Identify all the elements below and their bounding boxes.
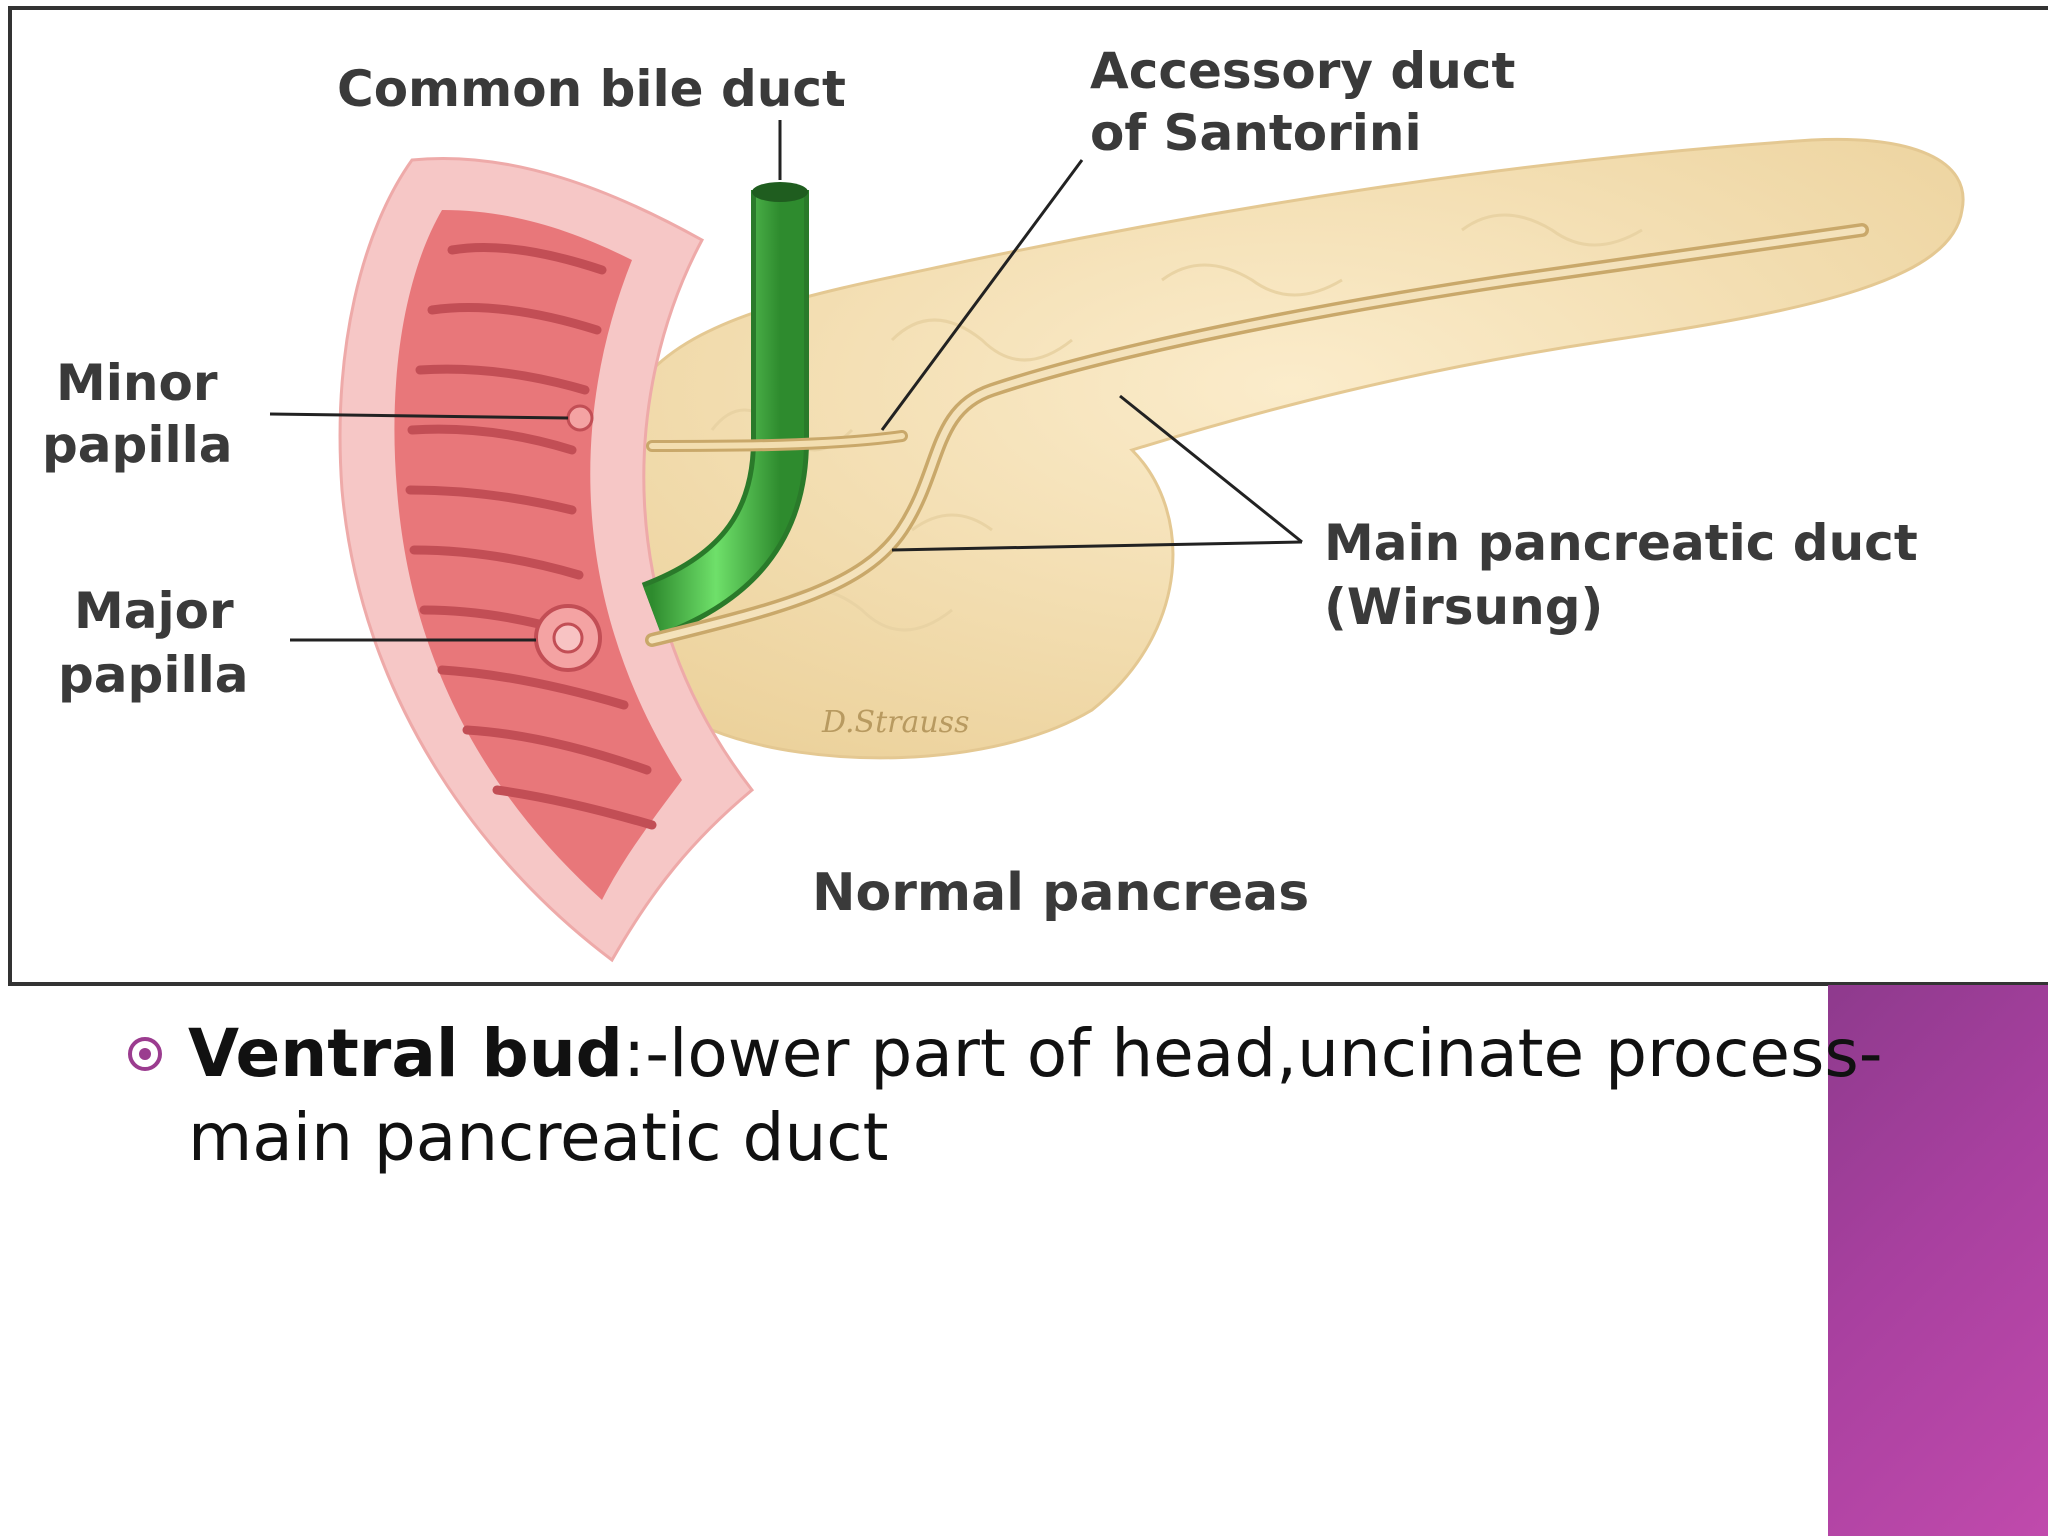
minor-papilla (566, 404, 594, 432)
label-accessory-duct-2: of Santorini (1090, 104, 1422, 162)
bullet-circle-icon (128, 1037, 162, 1071)
major-papilla (534, 604, 602, 672)
bile-duct-opening (752, 182, 808, 202)
anatomy-figure: Common bile duct Accessory duct of Santo… (8, 6, 2048, 986)
bullet-separator: : (622, 1015, 646, 1092)
pancreas-diagram: Common bile duct Accessory duct of Santo… (42, 42, 1965, 963)
label-minor-papilla-2: papilla (42, 416, 232, 474)
bullet-item-ventral-bud: Ventral bud:-lower part of head,uncinate… (128, 1012, 1888, 1180)
label-major-papilla-1: Major (74, 582, 234, 640)
decorative-magenta-bar (1828, 985, 2048, 1536)
bullet-text: -lower part of head,uncinate process-mai… (188, 1015, 1883, 1176)
label-main-duct-2: (Wirsung) (1324, 578, 1603, 636)
bullet-term: Ventral bud (188, 1015, 623, 1092)
label-major-papilla-2: papilla (58, 646, 248, 704)
bullet-list: Ventral bud:-lower part of head,uncinate… (128, 1012, 1888, 1180)
label-minor-papilla-1: Minor (56, 354, 218, 412)
figure-caption: Normal pancreas (812, 863, 1309, 923)
label-accessory-duct-1: Accessory duct (1090, 42, 1515, 100)
label-main-duct-1: Main pancreatic duct (1324, 514, 1918, 572)
mucosal-folds (405, 243, 657, 830)
leader-lines (269, 120, 1303, 642)
label-common-bile-duct: Common bile duct (337, 60, 846, 118)
artist-signature: D.Strauss (821, 705, 969, 740)
